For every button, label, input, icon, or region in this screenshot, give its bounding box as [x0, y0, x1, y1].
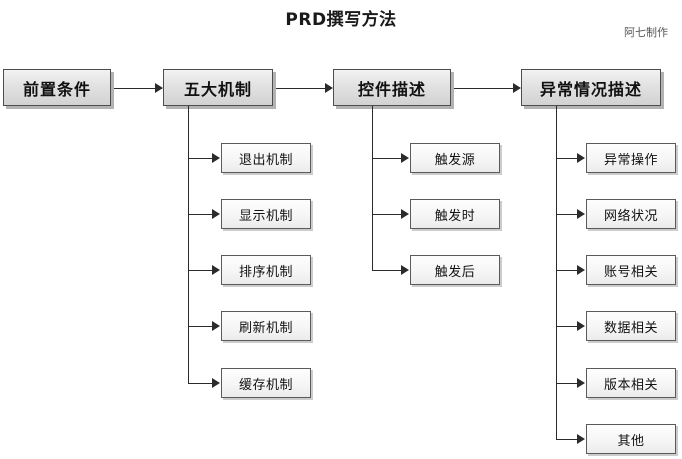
branch-connector-1-5 [188, 383, 213, 384]
branch-connector-1-1 [188, 158, 213, 159]
branch-connector-1-4 [188, 326, 213, 327]
child-box-other[interactable]: 其他 [586, 424, 676, 454]
child-box-version-related[interactable]: 版本相关 [586, 368, 676, 398]
branch-connector-2-3 [372, 270, 402, 271]
branch-stem-five-mechanisms [188, 106, 189, 384]
branch-stem-exception-description [556, 106, 557, 440]
arrowhead-2-3 [401, 265, 409, 275]
arrowhead-stage2 [155, 83, 163, 93]
branch-connector-3-5 [556, 383, 578, 384]
child-box-refresh-mechanism[interactable]: 刷新机制 [221, 311, 311, 341]
arrowhead-3-2 [577, 209, 585, 219]
branch-connector-1-2 [188, 214, 213, 215]
arrowhead-1-4 [212, 321, 220, 331]
branch-connector-3-1 [556, 158, 578, 159]
arrowhead-2-2 [401, 209, 409, 219]
child-box-data-related[interactable]: 数据相关 [586, 311, 676, 341]
arrowhead-1-1 [212, 153, 220, 163]
arrowhead-1-5 [212, 378, 220, 388]
author-credit: 阿七制作 [624, 26, 668, 39]
arrowhead-3-1 [577, 153, 585, 163]
branch-connector-3-3 [556, 270, 578, 271]
arrowhead-1-3 [212, 265, 220, 275]
branch-connector-3-2 [556, 214, 578, 215]
connector-stage2-to-stage3 [276, 88, 325, 89]
stage-box-prerequisite[interactable]: 前置条件 [3, 69, 111, 106]
arrowhead-3-4 [577, 321, 585, 331]
branch-connector-3-6 [556, 439, 578, 440]
child-box-sort-mechanism[interactable]: 排序机制 [221, 255, 311, 285]
branch-connector-3-4 [556, 326, 578, 327]
arrowhead-3-6 [577, 434, 585, 444]
page-title: PRD撰写方法 [285, 10, 397, 30]
child-box-exit-mechanism[interactable]: 退出机制 [221, 143, 311, 173]
arrowhead-stage4 [513, 83, 521, 93]
stage-box-five-mechanisms[interactable]: 五大机制 [163, 69, 273, 106]
branch-connector-2-2 [372, 214, 402, 215]
stage-box-exception-description[interactable]: 异常情况描述 [521, 69, 661, 106]
branch-connector-2-1 [372, 158, 402, 159]
child-box-abnormal-operation[interactable]: 异常操作 [586, 143, 676, 173]
arrowhead-stage3 [325, 83, 333, 93]
child-box-display-mechanism[interactable]: 显示机制 [221, 199, 311, 229]
arrowhead-2-1 [401, 153, 409, 163]
connector-stage1-to-stage2 [114, 88, 162, 89]
child-box-trigger-during[interactable]: 触发时 [410, 199, 500, 229]
stage-box-control-description[interactable]: 控件描述 [333, 69, 451, 106]
child-box-network-status[interactable]: 网络状况 [586, 199, 676, 229]
child-box-cache-mechanism[interactable]: 缓存机制 [221, 368, 311, 398]
arrowhead-3-3 [577, 265, 585, 275]
child-box-account-related[interactable]: 账号相关 [586, 255, 676, 285]
branch-connector-1-3 [188, 270, 213, 271]
connector-stage3-to-stage4 [454, 88, 514, 89]
arrowhead-1-2 [212, 209, 220, 219]
child-box-trigger-source[interactable]: 触发源 [410, 143, 500, 173]
branch-stem-control-description [372, 106, 373, 271]
child-box-trigger-after[interactable]: 触发后 [410, 255, 500, 285]
arrowhead-3-5 [577, 378, 585, 388]
